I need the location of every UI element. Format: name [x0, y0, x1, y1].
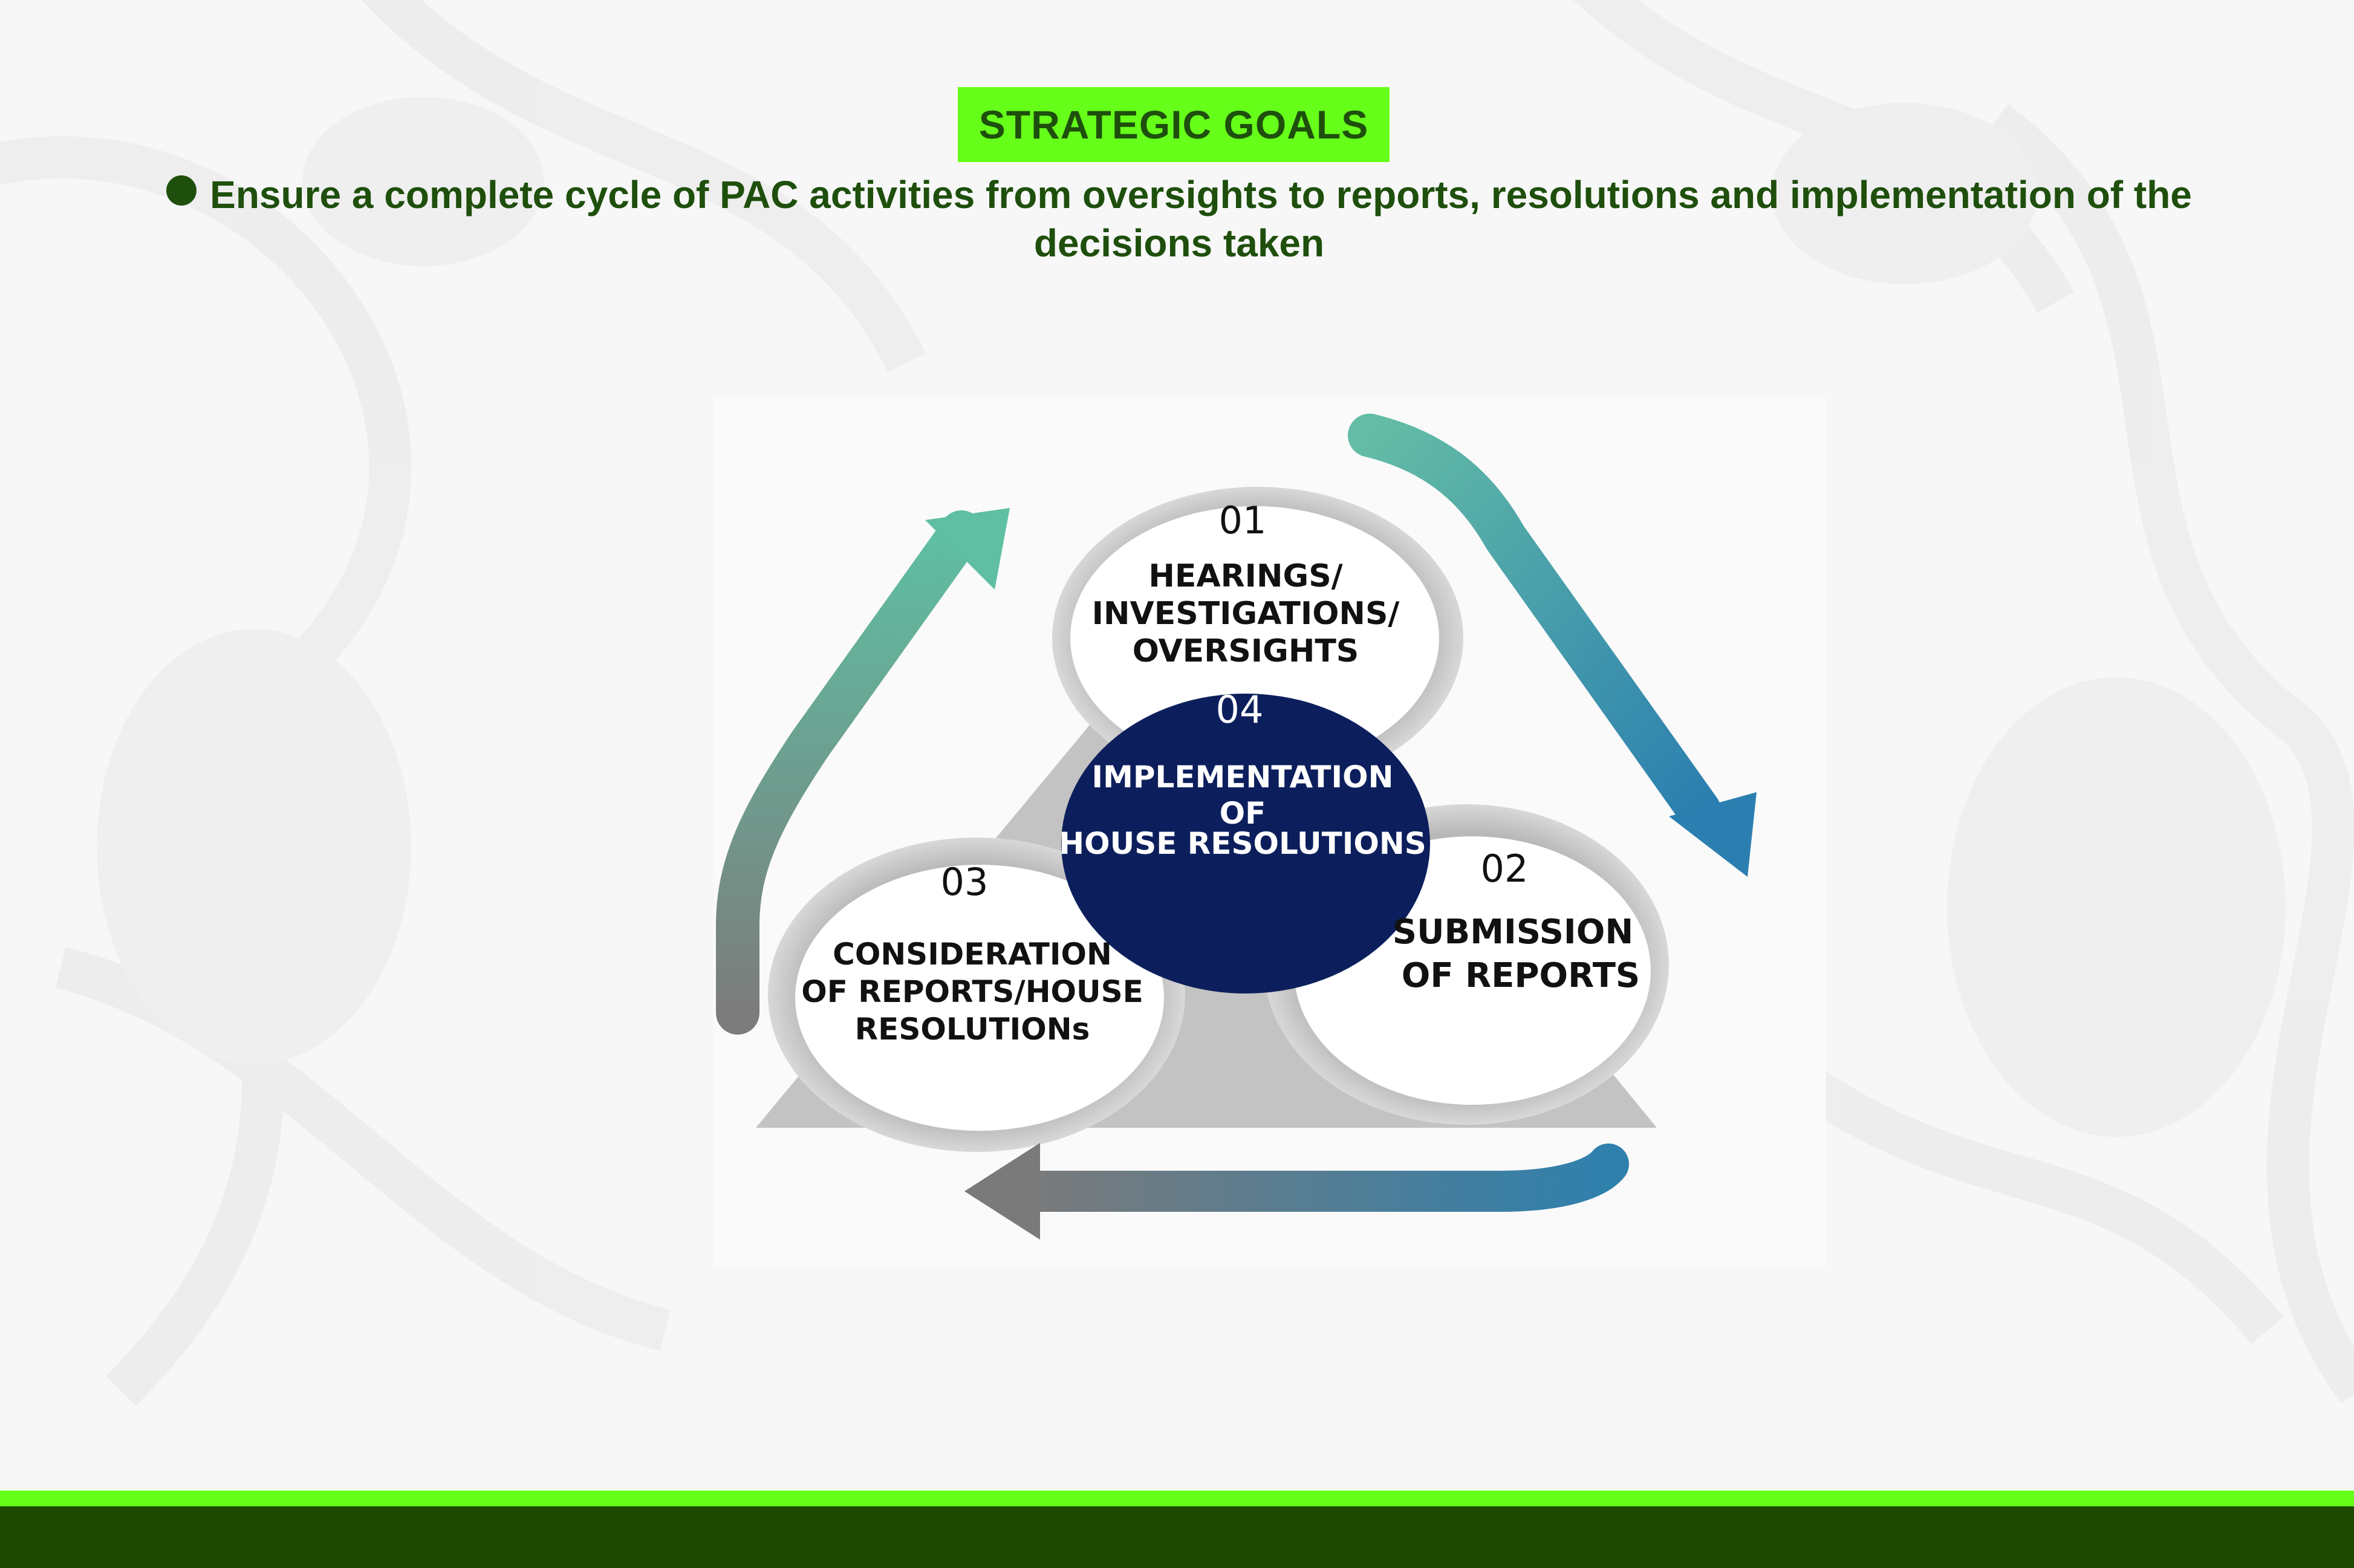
step-ring-03	[768, 838, 1185, 1152]
arrow-up-icon	[716, 508, 1010, 1035]
step-03-line-2: OF REPORTS/HOUSE	[801, 974, 1143, 1009]
footer-accent-bar	[0, 1491, 2354, 1506]
page-title: STRATEGIC GOALS	[978, 102, 1369, 147]
step-04-number: 04	[1216, 688, 1264, 732]
footer-bar	[0, 1506, 2354, 1568]
cycle-diagram: 01 HEARINGS/ INVESTIGATIONS/ OVERSIGHTS …	[716, 414, 1757, 1240]
step-04-line-3: HOUSE RESOLUTIONS	[1059, 826, 1426, 861]
step-04-line-1: IMPLEMENTATION	[1092, 760, 1394, 795]
goal-statement: Ensure a complete cycle of PAC activitie…	[115, 171, 2243, 267]
arrow-left-icon	[964, 1143, 1629, 1240]
step-03-line-3: RESOLUTIONs	[855, 1012, 1090, 1047]
goal-text: Ensure a complete cycle of PAC activitie…	[210, 173, 2192, 265]
step-02-label: 02 SUBMISSION OF REPORTS	[1393, 847, 1640, 995]
step-03-line-1: CONSIDERATION	[833, 937, 1112, 972]
step-04-label: 04 IMPLEMENTATION OF HOUSE RESOLUTIONS	[1059, 688, 1426, 861]
title-banner: STRATEGIC GOALS	[958, 87, 1390, 162]
step-01-number: 01	[1219, 498, 1267, 542]
arrow-right-icon	[1348, 414, 1757, 877]
center-circle	[1061, 694, 1430, 994]
bullet-icon	[166, 175, 197, 206]
step-01-label: 01 HEARINGS/ INVESTIGATIONS/ OVERSIGHTS	[1092, 498, 1400, 669]
step-02-line-2: OF REPORTS	[1402, 956, 1640, 995]
step-01-line-1: HEARINGS/	[1148, 558, 1342, 594]
step-02-number: 02	[1481, 847, 1529, 891]
step-01-line-2: INVESTIGATIONS/	[1092, 596, 1400, 632]
step-03-number: 03	[941, 860, 989, 904]
step-02-line-1: SUBMISSION	[1393, 912, 1634, 952]
step-01-line-3: OVERSIGHTS	[1133, 633, 1359, 669]
step-04-line-2: OF	[1220, 796, 1266, 831]
step-03-label: 03 CONSIDERATION OF REPORTS/HOUSE RESOLU…	[801, 860, 1143, 1047]
